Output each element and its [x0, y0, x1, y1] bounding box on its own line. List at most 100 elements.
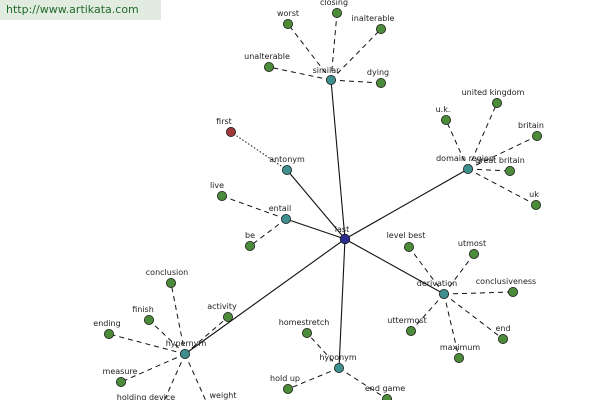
label-dying: dying [367, 68, 389, 77]
node-domain-region[interactable] [462, 163, 473, 174]
node-conclusiveness[interactable] [507, 286, 518, 297]
label-hold-up: hold up [270, 374, 300, 383]
edge-last-antonym [286, 169, 346, 240]
label-live: live [210, 181, 224, 190]
node-utmost[interactable] [468, 248, 479, 259]
node-be[interactable] [244, 240, 255, 251]
node-measure[interactable] [116, 376, 127, 387]
graph-edges [108, 12, 538, 400]
node-live[interactable] [216, 190, 227, 201]
edge-hypernym-holding-device [163, 353, 186, 400]
label-maximum: maximum [440, 343, 481, 352]
edge-hyponym-hold-up [287, 367, 340, 390]
edge-derivation-utmost [443, 253, 475, 295]
label-end: end [495, 324, 510, 333]
label-derivation: derivation [417, 279, 457, 288]
node-uk[interactable] [531, 199, 542, 210]
edge-last-entail [285, 218, 346, 240]
node-activity[interactable] [222, 311, 233, 322]
node-hold-up[interactable] [282, 383, 293, 394]
edge-domain-region-great-britain [467, 168, 511, 172]
label-end-game: end game [365, 384, 405, 393]
node-antonym[interactable] [281, 164, 292, 175]
node-worst[interactable] [282, 18, 293, 29]
edge-derivation-maximum [443, 293, 460, 359]
label-hypernym: hypernym [166, 339, 207, 348]
label-unalterable: unalterable [244, 52, 290, 61]
edge-last-hyponym [338, 238, 346, 369]
edge-entail-be [249, 218, 287, 247]
label-closing: closing [320, 0, 348, 7]
label-ending: ending [93, 319, 120, 328]
label-uk: uk [529, 190, 539, 199]
edge-similar-unalterable [268, 66, 332, 81]
edge-hypernym-measure [120, 353, 186, 383]
node-end[interactable] [497, 333, 508, 344]
edge-hypernym-conclusion [170, 282, 186, 355]
edge-hypernym-ending [108, 333, 186, 355]
label-conclusion: conclusion [146, 268, 188, 277]
node-maximum[interactable] [453, 352, 464, 363]
label-holding-device: holding device [117, 393, 176, 400]
node-derivation[interactable] [438, 288, 449, 299]
label-weight: weight [210, 391, 237, 400]
edge-last-similar [330, 79, 346, 240]
edge-similar-dying [330, 79, 382, 84]
node-closing[interactable] [331, 7, 342, 18]
edge-hyponym-end-game [338, 367, 388, 400]
node-center-last[interactable] [339, 233, 351, 245]
label-level-best: level best [387, 231, 426, 240]
label-utmost: utmost [458, 239, 486, 248]
node-dying[interactable] [375, 78, 386, 89]
node-u-k[interactable] [440, 115, 451, 126]
label-measure: measure [103, 367, 138, 376]
node-unalterable[interactable] [263, 62, 274, 73]
edge-derivation-uttermost [410, 293, 445, 332]
label-britain: britain [518, 121, 544, 130]
edge-last-hypernym [184, 238, 346, 355]
node-end-game[interactable] [382, 394, 392, 400]
label-first: first [216, 117, 232, 126]
edge-last-derivation [344, 238, 445, 295]
node-conclusion[interactable] [165, 277, 176, 288]
node-level-best[interactable] [403, 241, 414, 252]
edge-domain-region-uk [467, 168, 537, 206]
graph-nodes [104, 7, 543, 400]
label-domain-region: domain region [436, 154, 494, 163]
edge-domain-region-united-kingdom [467, 102, 498, 170]
node-hyponym[interactable] [333, 362, 344, 373]
label-antonym: antonym [269, 155, 305, 164]
label-worst: worst [277, 9, 299, 18]
edge-similar-inalterable [330, 28, 382, 81]
node-inalterable[interactable] [375, 23, 386, 34]
edge-hyponym-homestretch [306, 332, 340, 369]
edge-entail-live [221, 195, 287, 220]
node-great-britain[interactable] [504, 165, 515, 176]
label-great-britain: great britain [475, 156, 525, 165]
label-uttermost: uttermost [387, 316, 426, 325]
label-conclusiveness: conclusiveness [476, 277, 536, 286]
graph-labels: worstclosinginalterableunalterabledyings… [93, 0, 544, 400]
edge-derivation-end [443, 293, 504, 340]
edge-similar-worst [287, 23, 332, 81]
node-uttermost[interactable] [405, 325, 416, 336]
node-hypernym[interactable] [179, 348, 190, 359]
edge-hypernym-activity [184, 316, 229, 355]
label-be: be [245, 231, 255, 240]
node-united-kingdom[interactable] [491, 98, 502, 109]
label-finish: finish [132, 305, 154, 314]
edge-similar-closing [330, 12, 338, 81]
node-first[interactable] [225, 127, 236, 138]
node-homestretch[interactable] [301, 327, 312, 338]
edge-derivation-conclusiveness [443, 291, 514, 295]
label-inalterable: inalterable [352, 14, 395, 23]
node-entail[interactable] [280, 213, 291, 224]
node-britain[interactable] [532, 130, 543, 141]
node-ending[interactable] [104, 328, 115, 339]
label-center-last: last [335, 225, 349, 234]
label-homestretch: homestretch [279, 318, 330, 327]
node-finish[interactable] [143, 314, 154, 325]
node-similar[interactable] [325, 75, 336, 86]
edge-derivation-level-best [408, 246, 445, 295]
site-url-badge[interactable]: http://www.artikata.com [0, 0, 161, 20]
